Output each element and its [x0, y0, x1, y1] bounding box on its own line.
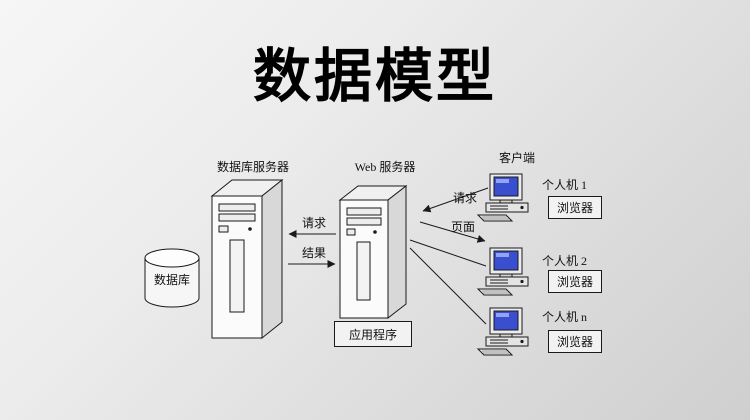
- database-label: 数据库: [153, 273, 190, 287]
- db-server-tower: [210, 178, 284, 340]
- client-computer-2: [477, 247, 529, 296]
- application-box: 应用程序: [334, 321, 412, 347]
- result-label: 结果: [301, 246, 326, 260]
- client-section-label: 客户端: [498, 151, 535, 165]
- request-db-label: 请求: [301, 216, 326, 230]
- page-arrow-to-client: [419, 221, 486, 243]
- client-name-n: 个人机 n: [542, 310, 588, 324]
- page-label: 页面: [450, 220, 475, 234]
- browser-box-n: 浏览器: [548, 330, 602, 353]
- page-title: 数据模型: [252, 44, 497, 109]
- web-server-label: Web 服务器: [354, 160, 416, 174]
- web-server-tower: [338, 184, 408, 320]
- client-name-1: 个人机 1: [542, 178, 588, 192]
- browser-box-1: 浏览器: [548, 196, 602, 219]
- db-server-label: 数据库服务器: [216, 160, 289, 174]
- browser-box-2: 浏览器: [548, 270, 602, 293]
- link-line-client-n: [409, 247, 487, 325]
- request-arrow-to-web: [422, 187, 489, 213]
- client-computer-n: [477, 307, 529, 356]
- link-line-client-2: [409, 239, 487, 267]
- request-client-label: 请求: [452, 191, 477, 205]
- database-cylinder: [144, 248, 200, 308]
- client-name-2: 个人机 2: [542, 254, 588, 268]
